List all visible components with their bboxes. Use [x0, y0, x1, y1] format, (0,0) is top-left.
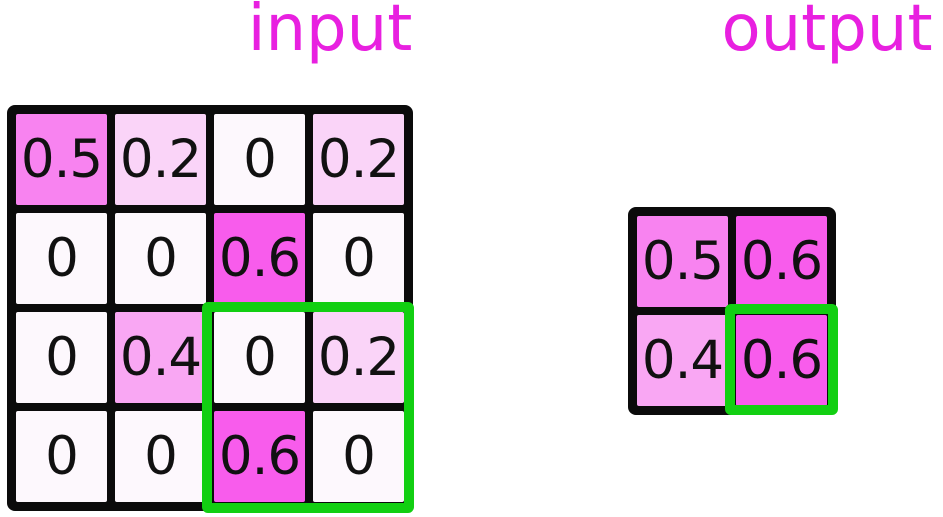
grid-cell: 0 — [214, 312, 305, 403]
grid-cell: 0.2 — [313, 114, 404, 205]
grid-cell: 0.2 — [313, 312, 404, 403]
grid-cell: 0.6 — [214, 213, 305, 304]
grid-cell: 0.4 — [115, 312, 206, 403]
grid-cell: 0 — [16, 213, 107, 304]
grid-cell: 0 — [115, 213, 206, 304]
grid-cell: 0 — [214, 114, 305, 205]
grid-cell: 0.6 — [736, 315, 827, 406]
grid-cell: 0 — [313, 213, 404, 304]
grid-cell: 0.6 — [736, 216, 827, 307]
grid-cell: 0 — [115, 411, 206, 502]
grid-cell: 0 — [16, 312, 107, 403]
grid-cell: 0.4 — [637, 315, 728, 406]
grid-cell: 0.5 — [637, 216, 728, 307]
output-title: output — [721, 0, 933, 66]
grid-cell: 0.2 — [115, 114, 206, 205]
grid-cell: 0 — [313, 411, 404, 502]
grid-cell: 0.6 — [214, 411, 305, 502]
grid-cell: 0.5 — [16, 114, 107, 205]
input-title: input — [247, 0, 413, 66]
grid-cell: 0 — [16, 411, 107, 502]
